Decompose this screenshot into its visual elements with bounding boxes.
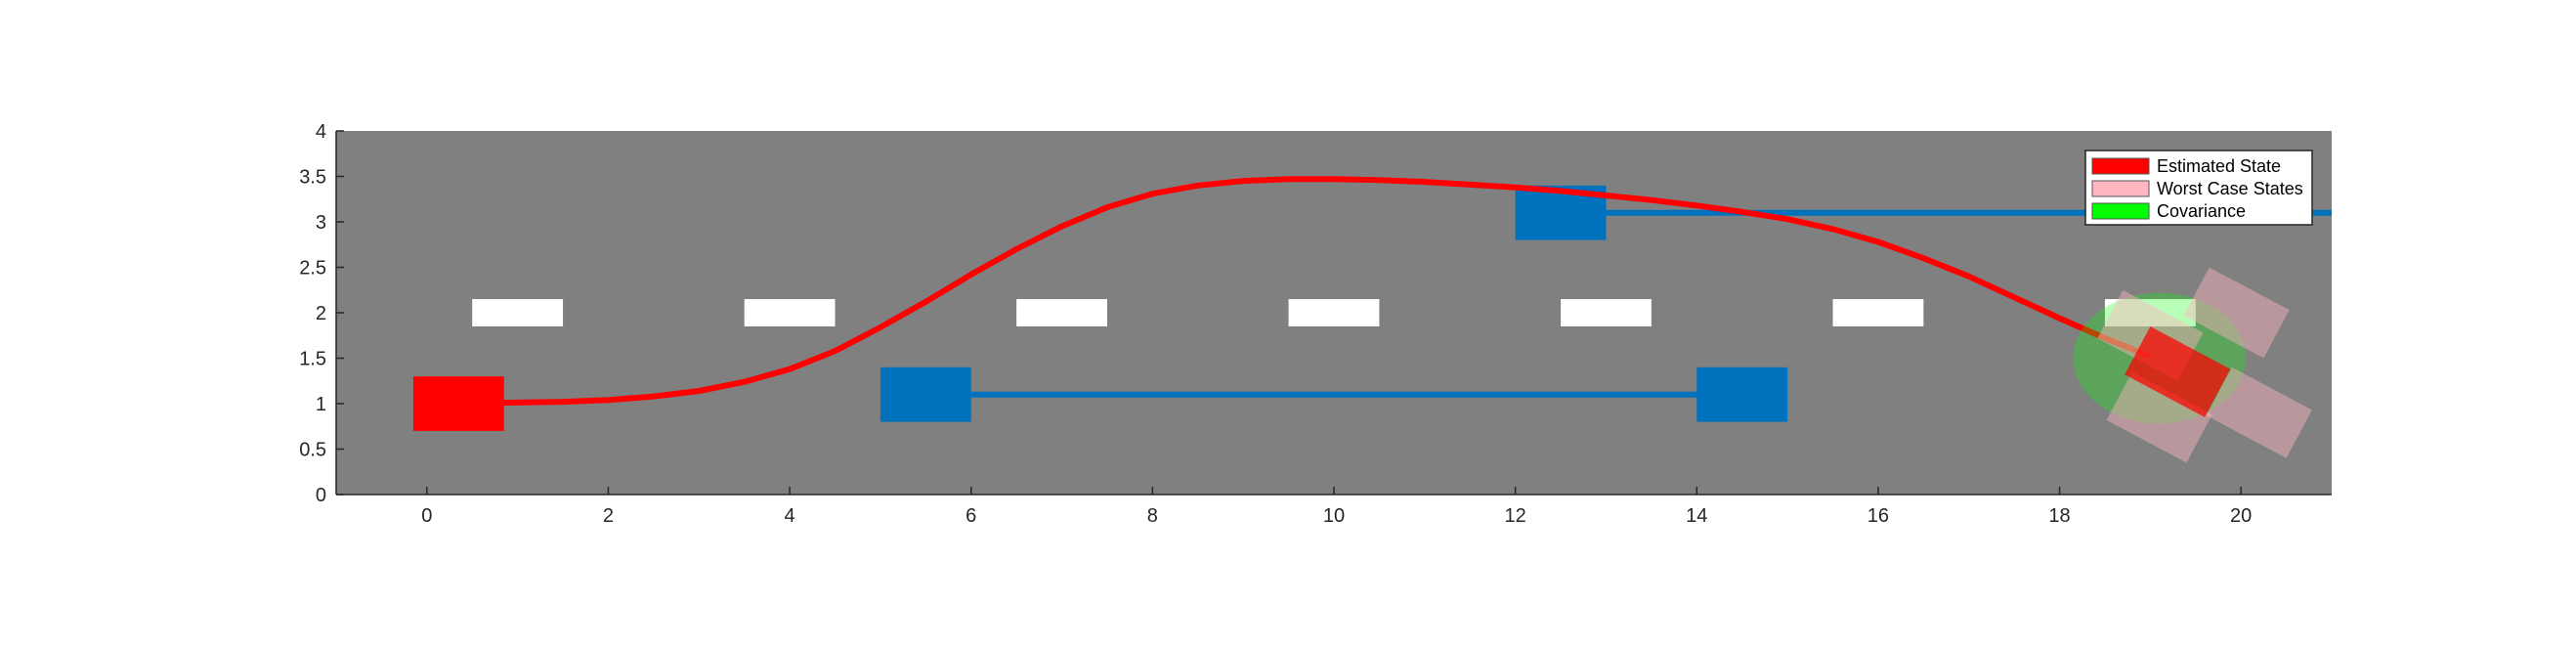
- lane-marking-5: [1832, 299, 1924, 326]
- lane-marking-6: [2104, 299, 2196, 326]
- y-tick-label: 2.5: [299, 258, 326, 280]
- lane-marking-3: [1288, 299, 1380, 326]
- x-tick-label: 16: [1868, 505, 1889, 527]
- legend-label-worst: Worst Case States: [2157, 179, 2303, 198]
- worst-case-box-3: [2206, 367, 2312, 458]
- worst-case-box-1: [2106, 371, 2212, 463]
- y-tick-label: 0.5: [299, 440, 326, 461]
- y-tick-label: 2: [316, 303, 326, 324]
- final-state-group: [2073, 267, 2312, 463]
- obstacle-box-lower-lane-1: [1696, 367, 1788, 422]
- y-tick-label: 4: [316, 121, 326, 143]
- y-tick-label: 1: [316, 394, 326, 415]
- x-tick-label: 8: [1147, 505, 1158, 527]
- lane-marking-0: [472, 299, 564, 326]
- legend-label-covariance: Covariance: [2157, 201, 2246, 221]
- axes: 0 2 4 6 8 10 12 14 16 18 20 0 0.5 1 1.5 2 2.5 3 3.5 4: [299, 121, 2332, 527]
- ego-start-box: [412, 376, 504, 431]
- x-tick-label: 0: [421, 505, 432, 527]
- y-tick-label: 3.5: [299, 167, 326, 189]
- y-tick-label: 0: [316, 485, 326, 506]
- legend-swatch-worst: [2091, 180, 2150, 197]
- lane-marking-1: [744, 299, 836, 326]
- x-tick-label: 2: [603, 505, 614, 527]
- x-tick-label: 4: [785, 505, 795, 527]
- legend-swatch-covariance: [2091, 202, 2150, 220]
- legend: Estimated State Worst Case States Covari…: [2084, 150, 2313, 226]
- x-tick-label: 18: [2048, 505, 2070, 527]
- obstacle-box-lower-lane-0: [880, 367, 971, 422]
- worst-case-box-2: [2183, 267, 2290, 359]
- x-tick-label: 14: [1686, 505, 1707, 527]
- obstacle-vehicles: [880, 185, 2332, 422]
- estimated-final-box: [2125, 326, 2231, 417]
- lane-markings: [472, 299, 2196, 326]
- lane-marking-2: [1016, 299, 1107, 326]
- y-tick-label: 1.5: [299, 349, 326, 370]
- trajectory-line: [499, 176, 2152, 407]
- x-tick-label: 12: [1505, 505, 1526, 527]
- x-tick-label: 10: [1323, 505, 1345, 527]
- x-tick-label: 6: [966, 505, 976, 527]
- legend-swatch-estimated: [2091, 157, 2150, 175]
- lane-marking-4: [1561, 299, 1652, 326]
- ego-start-layer: [412, 376, 504, 431]
- x-tick-label: 20: [2230, 505, 2252, 527]
- y-tick-label: 3: [316, 212, 326, 234]
- legend-label-estimated: Estimated State: [2157, 156, 2281, 176]
